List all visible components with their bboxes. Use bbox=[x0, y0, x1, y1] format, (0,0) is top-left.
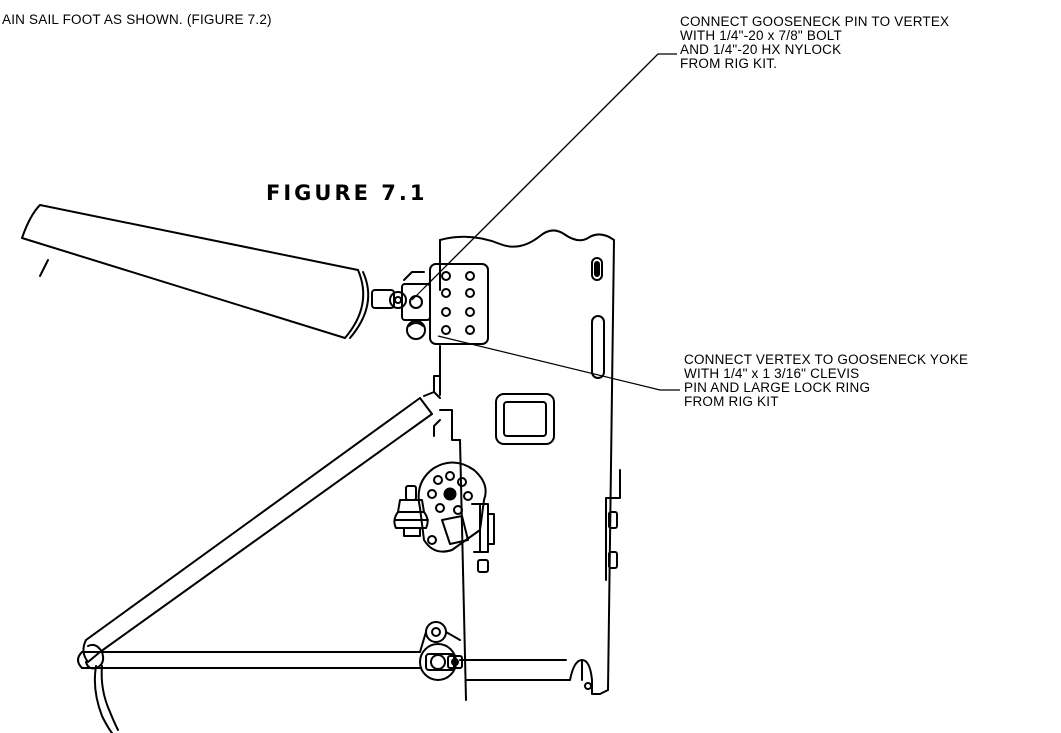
control-cable bbox=[93, 665, 119, 733]
header-text: AIN SAIL FOOT AS SHOWN. (FIGURE 7.2) bbox=[2, 12, 272, 27]
diagonal-strut bbox=[82, 397, 433, 670]
callout-top: CONNECT GOOSENECK PIN TO VERTEX WITH 1/4… bbox=[680, 14, 949, 71]
mast-plate bbox=[429, 263, 489, 345]
leader-line-top bbox=[411, 53, 677, 301]
callout-right: CONNECT VERTEX TO GOOSENECK YOKE WITH 1/… bbox=[684, 352, 968, 409]
leader-line-right bbox=[437, 335, 680, 391]
cleat-knob bbox=[393, 485, 429, 537]
cam-assembly bbox=[417, 461, 495, 573]
callout-top-line-4: FROM RIG KIT. bbox=[680, 56, 777, 71]
callout-right-line-1: CONNECT VERTEX TO GOOSENECK YOKE bbox=[684, 352, 968, 367]
callout-top-line-3: AND 1/4"-20 HX NYLOCK bbox=[680, 42, 841, 57]
callout-right-line-4: FROM RIG KIT bbox=[684, 394, 779, 409]
figure-title: FIGURE 7.1 bbox=[266, 181, 427, 205]
callout-right-line-2: WITH 1/4" x 1 3/16" CLEVIS bbox=[684, 366, 859, 381]
mast-section bbox=[439, 229, 621, 701]
callout-top-line-2: WITH 1/4"-20 x 7/8" BOLT bbox=[680, 28, 842, 43]
gooseneck-fitting bbox=[371, 271, 431, 340]
boom-tube bbox=[21, 204, 370, 339]
lower-boom bbox=[77, 621, 463, 681]
upper-tang bbox=[423, 375, 441, 437]
callout-right-line-3: PIN AND LARGE LOCK RING bbox=[684, 380, 870, 395]
callout-top-line-1: CONNECT GOOSENECK PIN TO VERTEX bbox=[680, 14, 949, 29]
